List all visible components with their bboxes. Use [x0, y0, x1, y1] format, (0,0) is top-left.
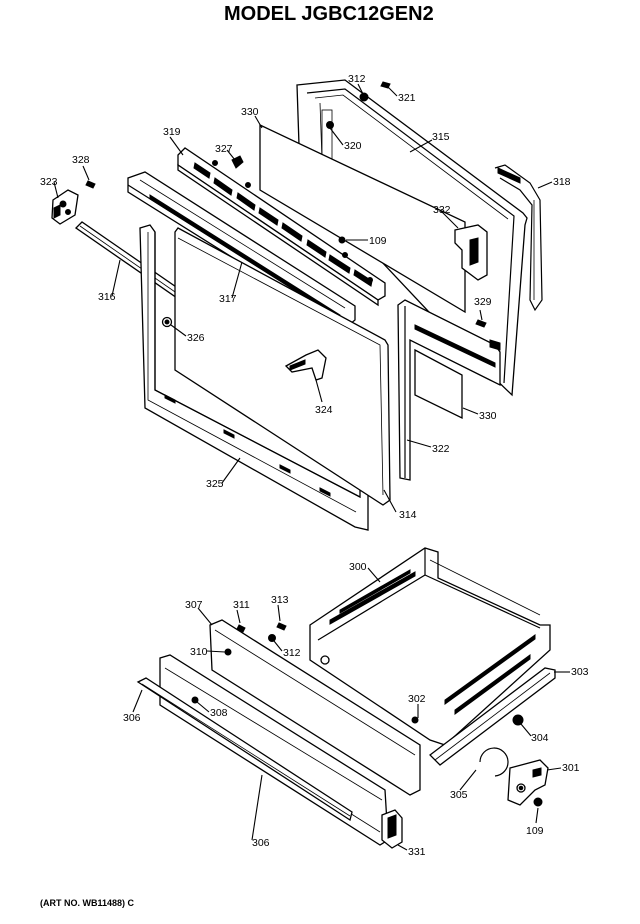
latch-319: [494, 164, 543, 312]
callout-311: 311: [233, 599, 250, 611]
screw-328-left: [85, 180, 96, 189]
callout-314: 314: [399, 509, 417, 521]
callout-302: 302: [408, 693, 426, 705]
callout-317: 317: [219, 293, 237, 305]
art-number: (ART NO. WB11488) C: [40, 898, 135, 908]
callout-301: 301: [562, 762, 580, 774]
screw-320: [326, 121, 334, 129]
callout-329: 329: [474, 296, 492, 308]
callout-321: 321: [398, 92, 416, 104]
callout-320: 320: [344, 140, 362, 152]
screw-311: [236, 624, 246, 633]
screw-313: [276, 622, 287, 631]
callout-331: 331: [408, 846, 426, 858]
callout-327: 327: [215, 143, 233, 155]
callout-306-left: 306: [123, 712, 141, 724]
handle-rail-306: [136, 677, 353, 822]
callout-labels: 312 321 315 330 320 319 327 318 328 323 …: [40, 73, 589, 858]
callout-313: 313: [271, 594, 289, 606]
model-title: MODEL JGBC12GEN2: [224, 3, 434, 25]
callout-322: 322: [432, 443, 450, 455]
screw-329: [475, 319, 487, 328]
callout-109-lower: 109: [526, 825, 544, 837]
ring-305: [479, 747, 509, 777]
clip-324: [284, 349, 327, 381]
slide-rail-303: [429, 667, 556, 766]
callout-304: 304: [531, 732, 549, 744]
bracket-332: [454, 224, 488, 281]
callout-330: 330: [241, 106, 259, 118]
bracket-331: [381, 809, 403, 849]
callout-312-lower: 312: [283, 647, 301, 659]
screw-109-upper: [338, 236, 346, 244]
callout-310: 310: [190, 646, 208, 658]
callout-315: 315: [432, 131, 450, 143]
trim-317: [127, 171, 356, 329]
side-frame-322: [397, 299, 501, 481]
callout-307: 307: [185, 599, 203, 611]
hinge-323: [51, 189, 79, 225]
inner-panel-318: [177, 147, 386, 307]
callout-323: 323: [40, 176, 58, 188]
insulation-330-lower: [414, 348, 463, 420]
screw-326: [161, 316, 173, 328]
drawer-box-300: [309, 547, 551, 746]
callout-303: 303: [571, 666, 589, 678]
window-glass-314: [174, 227, 391, 506]
callout-328: 328: [72, 154, 90, 166]
bracket-301: [507, 759, 549, 806]
callout-306-bottom: 306: [252, 837, 270, 849]
screw-109-lower: [533, 797, 543, 807]
callout-308: 308: [210, 707, 228, 719]
callout-300: 300: [349, 561, 367, 573]
drawer-panel-307: [209, 619, 421, 796]
screw-312-lower: [268, 634, 276, 642]
callout-325: 325: [206, 478, 224, 490]
callout-312: 312: [348, 73, 366, 85]
callout-330-lower: 330: [479, 410, 497, 422]
insulation-330-upper: [259, 123, 466, 314]
screw-308: [191, 696, 199, 704]
screw-310: [224, 648, 232, 656]
screw-312-top: [359, 92, 369, 102]
callout-316: 316: [98, 291, 116, 303]
callout-318: 318: [553, 176, 571, 188]
door-frame-325: [139, 224, 369, 531]
callout-324: 324: [315, 404, 333, 416]
callout-319: 319: [163, 126, 181, 138]
nut-304: [512, 714, 524, 726]
callout-332: 332: [433, 204, 451, 216]
callout-305: 305: [450, 789, 468, 801]
callout-109: 109: [369, 235, 387, 247]
leader-lines: [53, 83, 570, 851]
callout-326: 326: [187, 332, 205, 344]
